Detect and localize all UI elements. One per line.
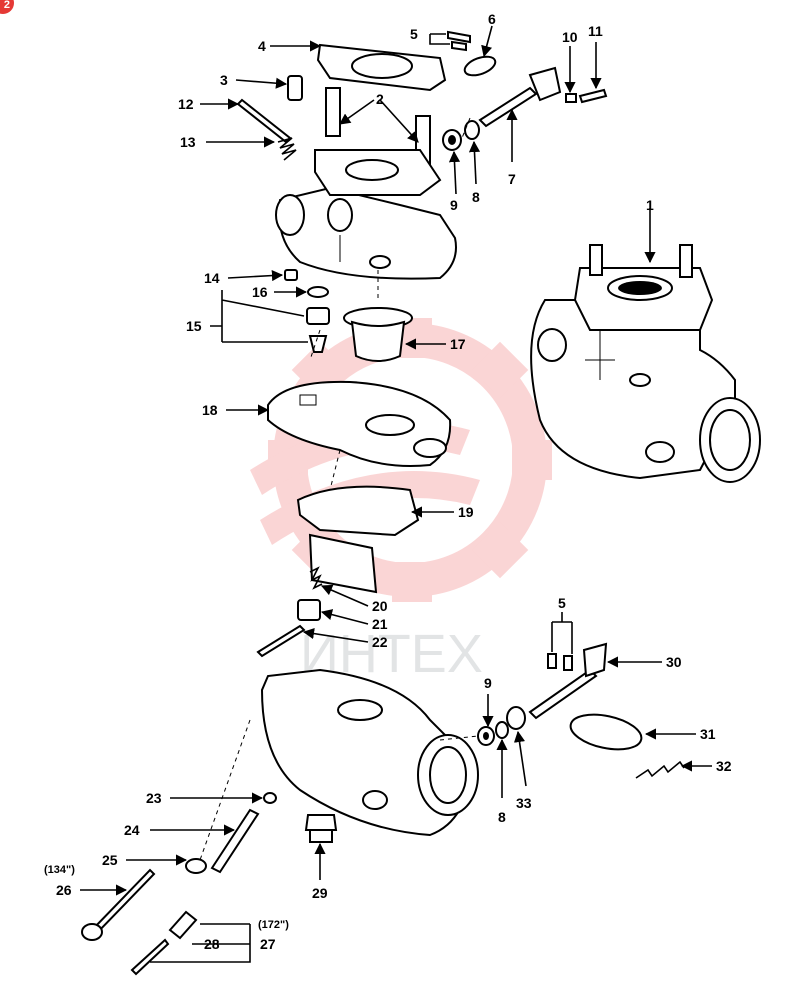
part-21-needle-hinge — [297, 599, 321, 621]
callout-10: 10 — [562, 29, 578, 45]
part-5-screws-lower — [547, 653, 573, 671]
assembly-lines — [199, 117, 479, 861]
callout-30: 30 — [666, 654, 682, 670]
part-23-gasket — [263, 792, 277, 804]
part-22-float-pin — [256, 624, 306, 658]
part-9-seal-top — [442, 129, 462, 151]
part-18-bowl-gasket — [267, 380, 452, 467]
callout-4: 4 — [258, 38, 266, 54]
part-32-choke-spring — [635, 760, 685, 779]
part-19-float — [296, 485, 420, 594]
part-30-choke-shaft — [528, 642, 608, 720]
part-31-choke-plate — [569, 713, 643, 751]
watermark-gear-logo: ИНТЕХ — [250, 318, 552, 684]
callout-25: 25 — [102, 852, 118, 868]
part-9-seal-lower — [477, 726, 495, 746]
part-29-drain-plug — [304, 814, 338, 843]
part-10-11-screw-nut — [565, 88, 608, 104]
part-1-assembled-carburetor — [530, 244, 761, 483]
page-badge-text: 2 — [3, 0, 10, 11]
fuel-bowl-body — [260, 668, 479, 837]
throttle-body-upper — [275, 149, 457, 280]
part-16-washer — [307, 286, 329, 298]
part-24-nozzle — [210, 808, 260, 874]
callout-12: 12 — [178, 96, 194, 112]
part-4-flange-gasket — [316, 43, 447, 92]
callout-29: 29 — [312, 885, 328, 901]
callout-leaders — [80, 25, 712, 963]
callout-5-lower: 5 — [558, 595, 566, 611]
callout-18: 18 — [202, 402, 218, 418]
callout-13: 13 — [180, 134, 196, 150]
part-20-hinge-spring — [309, 566, 323, 590]
callout-labels: 1 2 3 4 5 6 7 8 9 10 11 12 13 14 15 16 1… — [44, 11, 732, 952]
part-13-spring — [277, 137, 297, 161]
callout-6: 6 — [488, 11, 496, 27]
callout-9-lower: 9 — [484, 675, 492, 691]
callout-32: 32 — [716, 758, 732, 774]
part-27-28-idle-needle — [130, 910, 198, 976]
part-12-idle-screw — [236, 98, 292, 144]
callout-31: 31 — [700, 726, 716, 742]
note-27-size: (172") — [258, 919, 289, 931]
part-3-screw — [287, 75, 303, 101]
callout-11: 11 — [588, 23, 603, 39]
callout-9-top: 9 — [450, 197, 458, 213]
callout-16: 16 — [252, 284, 268, 300]
part-15-needle-and-seat — [306, 307, 330, 353]
part-5-screws-top — [447, 30, 471, 52]
page-badge: 2 — [0, 0, 14, 14]
callout-17: 17 — [450, 336, 466, 352]
part-25-gasket — [185, 858, 207, 874]
note-26-size: (134") — [44, 864, 75, 876]
part-7-throttle-shaft — [478, 66, 562, 128]
callout-28: 28 — [204, 936, 220, 952]
part-6-small-gasket — [463, 55, 497, 77]
callout-22: 22 — [372, 634, 388, 650]
callout-15: 15 — [186, 318, 202, 334]
part-26-main-adjusting-needle — [81, 868, 156, 941]
callout-19: 19 — [458, 504, 474, 520]
part-8-bushing-lower — [495, 721, 509, 739]
part-33-spring — [506, 706, 526, 730]
part-8-bushing-top — [464, 120, 480, 140]
callout-23: 23 — [146, 790, 162, 806]
callout-7: 7 — [508, 171, 516, 187]
callout-14: 14 — [204, 270, 220, 286]
callout-8-lower: 8 — [498, 809, 506, 825]
callout-21: 21 — [372, 616, 388, 632]
callout-27: 27 — [260, 936, 276, 952]
callout-8-top: 8 — [472, 189, 480, 205]
part-14-plug — [284, 269, 298, 281]
part-17-venturi — [343, 307, 413, 362]
callout-20: 20 — [372, 598, 388, 614]
callout-33: 33 — [516, 795, 532, 811]
callout-2: 2 — [376, 91, 384, 107]
callout-24: 24 — [124, 822, 140, 838]
callout-1: 1 — [646, 197, 654, 213]
callout-5-top: 5 — [410, 26, 418, 42]
callout-26: 26 — [56, 882, 72, 898]
callout-3: 3 — [220, 72, 228, 88]
